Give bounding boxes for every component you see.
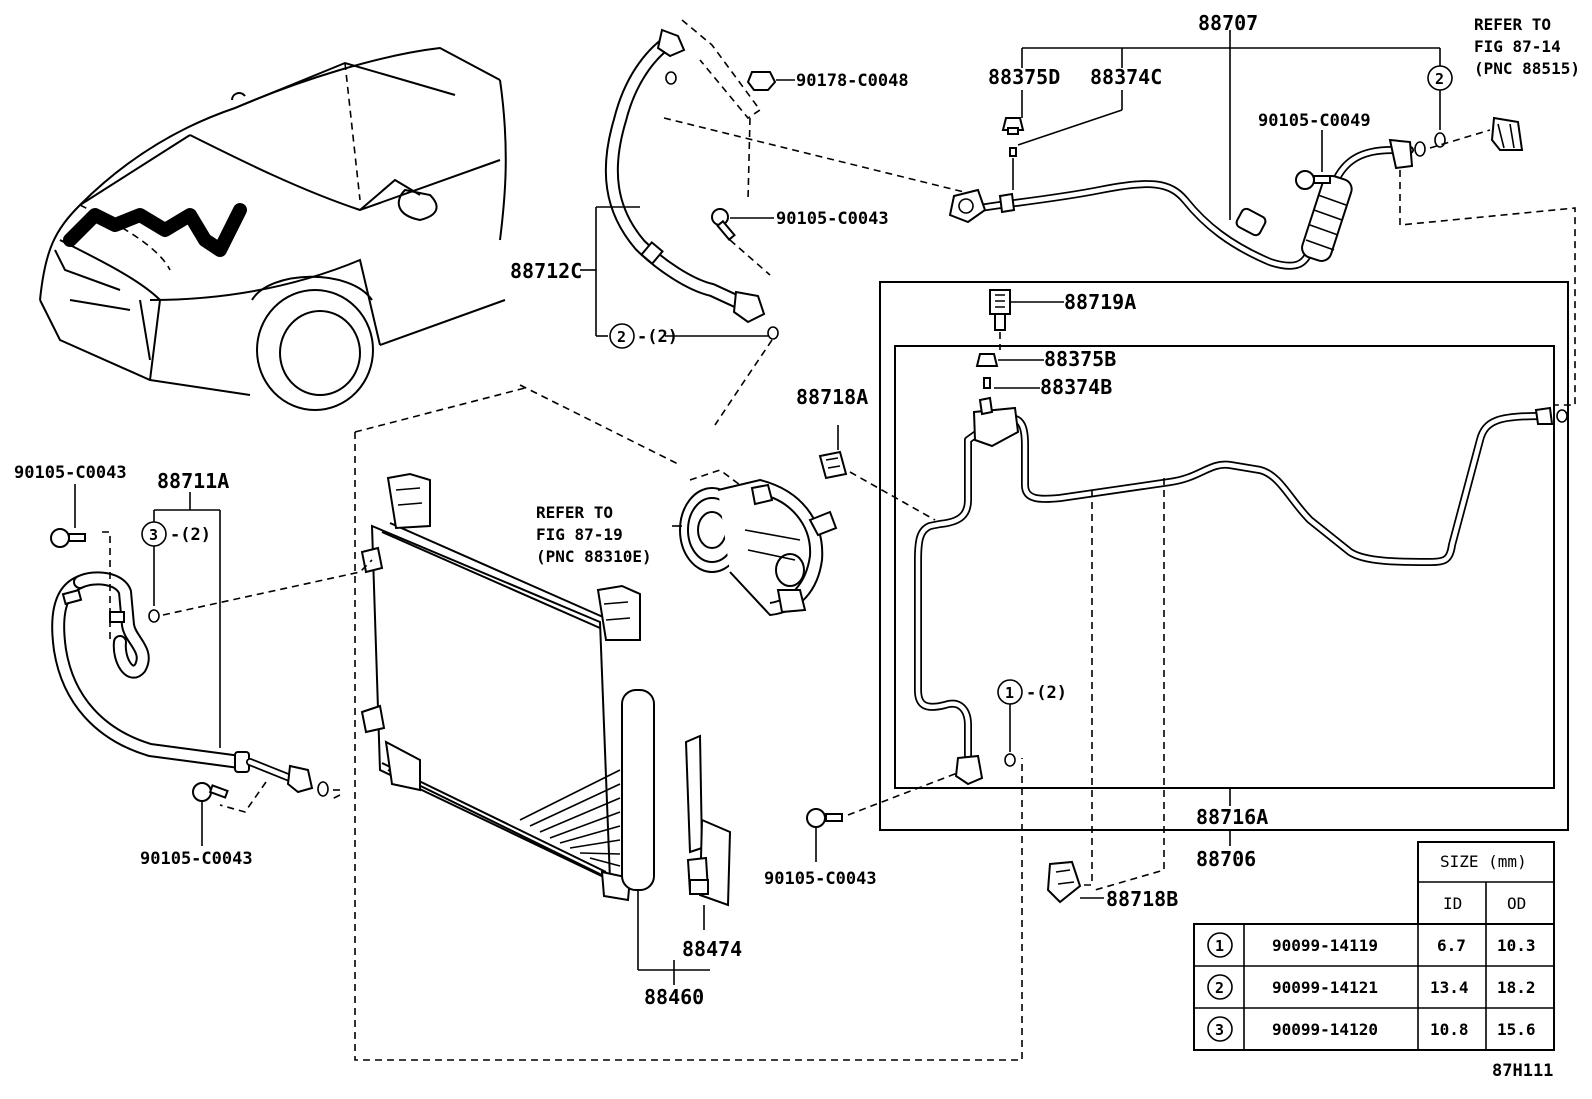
circle-1-88716A: 1 — [1005, 684, 1014, 702]
liquid-pipe-88716A — [914, 396, 1568, 891]
table-row-3-od: 15.6 — [1497, 1020, 1536, 1039]
clamp-88718B — [1046, 860, 1104, 904]
label-90105-C0043-left-lower: 90105-C0043 — [140, 849, 253, 869]
bolt-90105-left-lower — [192, 782, 229, 846]
circle-2-88707: 2 — [1435, 70, 1444, 88]
table-row-2-id: 13.4 — [1430, 978, 1469, 997]
label-88375D: 88375D — [988, 65, 1060, 89]
svg-text:REFER TO: REFER TO — [1474, 15, 1551, 34]
circle-2-lower-88712C: 2 — [617, 328, 626, 346]
qty-1-88716A: -(2) — [1026, 683, 1067, 703]
table-row-2-od: 18.2 — [1497, 978, 1536, 997]
label-88711A: 88711A — [157, 469, 229, 493]
bolt-90105-upper — [711, 208, 774, 241]
clamp-88718A — [818, 425, 936, 521]
suction-hose-88711A — [51, 531, 373, 813]
label-88374B: 88374B — [1040, 375, 1112, 399]
svg-text:(PNC 88515): (PNC 88515) — [1474, 59, 1580, 78]
bracket-88711A — [141, 492, 221, 748]
label-90105-C0043-middle: 90105-C0043 — [764, 869, 877, 889]
label-88706: 88706 — [1196, 847, 1256, 871]
table-row-1-key: 1 — [1215, 937, 1224, 955]
pressure-switch-88719A — [989, 289, 1064, 350]
table-header-size: SIZE (mm) — [1440, 852, 1527, 871]
circled-key-numbers: 2 -(2) 2 3 -(2) 1 -(2) — [149, 70, 1444, 703]
o-ring-size-table: SIZE (mm) ID OD 1 2 3 90099-14119 90099-… — [1193, 841, 1555, 1051]
label-88375B: 88375B — [1044, 347, 1116, 371]
label-88719A: 88719A — [1064, 290, 1136, 314]
bolt-90105-left-upper — [50, 484, 86, 548]
label-88374C: 88374C — [1090, 65, 1162, 89]
o-ring-1-callout — [997, 679, 1023, 767]
table-row-1-od: 10.3 — [1497, 936, 1536, 955]
bolt-90105-lower-middle — [806, 771, 961, 862]
qty-3-88711A: -(2) — [170, 525, 211, 545]
bracket-88712C — [580, 206, 768, 349]
bracket-88707 — [1017, 30, 1453, 220]
vehicle-outline — [39, 46, 507, 411]
cap-88375D — [1001, 117, 1025, 135]
table-row-1-id: 6.7 — [1437, 936, 1466, 955]
label-88718A: 88718A — [796, 385, 868, 409]
svg-text:FIG 87-19: FIG 87-19 — [536, 525, 623, 544]
table-row-3-part: 90099-14120 — [1272, 1020, 1378, 1039]
svg-text:(PNC 88310E): (PNC 88310E) — [536, 547, 652, 566]
suction-pipe-88707 — [948, 116, 1576, 406]
nut-90178 — [746, 71, 795, 91]
valve-core-88374C — [1009, 147, 1017, 190]
table-row-2-part: 90099-14121 — [1272, 978, 1378, 997]
table-row-1-part: 90099-14119 — [1272, 936, 1378, 955]
table-row-3-key: 3 — [1215, 1021, 1224, 1039]
label-88718B: 88718B — [1106, 887, 1178, 911]
assembly-box-88706 — [879, 281, 1569, 846]
valve-core-88374B — [983, 377, 1040, 389]
circle-3-88711A: 3 — [149, 526, 158, 544]
svg-text:REFER TO: REFER TO — [536, 503, 613, 522]
figure-id: 87H111 — [1492, 1061, 1553, 1081]
svg-text:FIG 87-14: FIG 87-14 — [1474, 37, 1561, 56]
cap-88375B — [975, 353, 1044, 367]
compressor — [672, 469, 838, 617]
table-row-2-key: 2 — [1215, 979, 1224, 997]
table-header-od: OD — [1507, 894, 1526, 913]
label-88707: 88707 — [1198, 11, 1258, 35]
condenser-88460 — [360, 472, 710, 985]
label-90105-C0043-left-upper: 90105-C0043 — [14, 463, 127, 483]
table-row-3-id: 10.8 — [1430, 1020, 1469, 1039]
label-88716A: 88716A — [1196, 805, 1268, 829]
label-88474: 88474 — [682, 937, 742, 961]
table-header-id: ID — [1443, 894, 1462, 913]
part-number-labels: 88707 88375D 88374C 90178-C0048 90105-C0… — [14, 11, 1371, 1009]
qty-2-88712C: -(2) — [637, 327, 678, 347]
condenser-dashed-frame — [329, 387, 1023, 1061]
desiccant-88474 — [684, 734, 732, 930]
discharge-hose-88712C — [519, 19, 965, 466]
label-90105-C0043-upper: 90105-C0043 — [776, 209, 889, 229]
label-90105-C0049: 90105-C0049 — [1258, 111, 1371, 131]
reference-note-fig-87-14: REFER TO FIG 87-14 (PNC 88515) — [1474, 15, 1580, 78]
reference-note-fig-87-19: REFER TO FIG 87-19 (PNC 88310E) — [536, 503, 652, 566]
label-88460: 88460 — [644, 985, 704, 1009]
label-90178-C0048: 90178-C0048 — [796, 71, 909, 91]
bolt-90105-C0049 — [1295, 130, 1331, 190]
label-88712C: 88712C — [510, 259, 582, 283]
